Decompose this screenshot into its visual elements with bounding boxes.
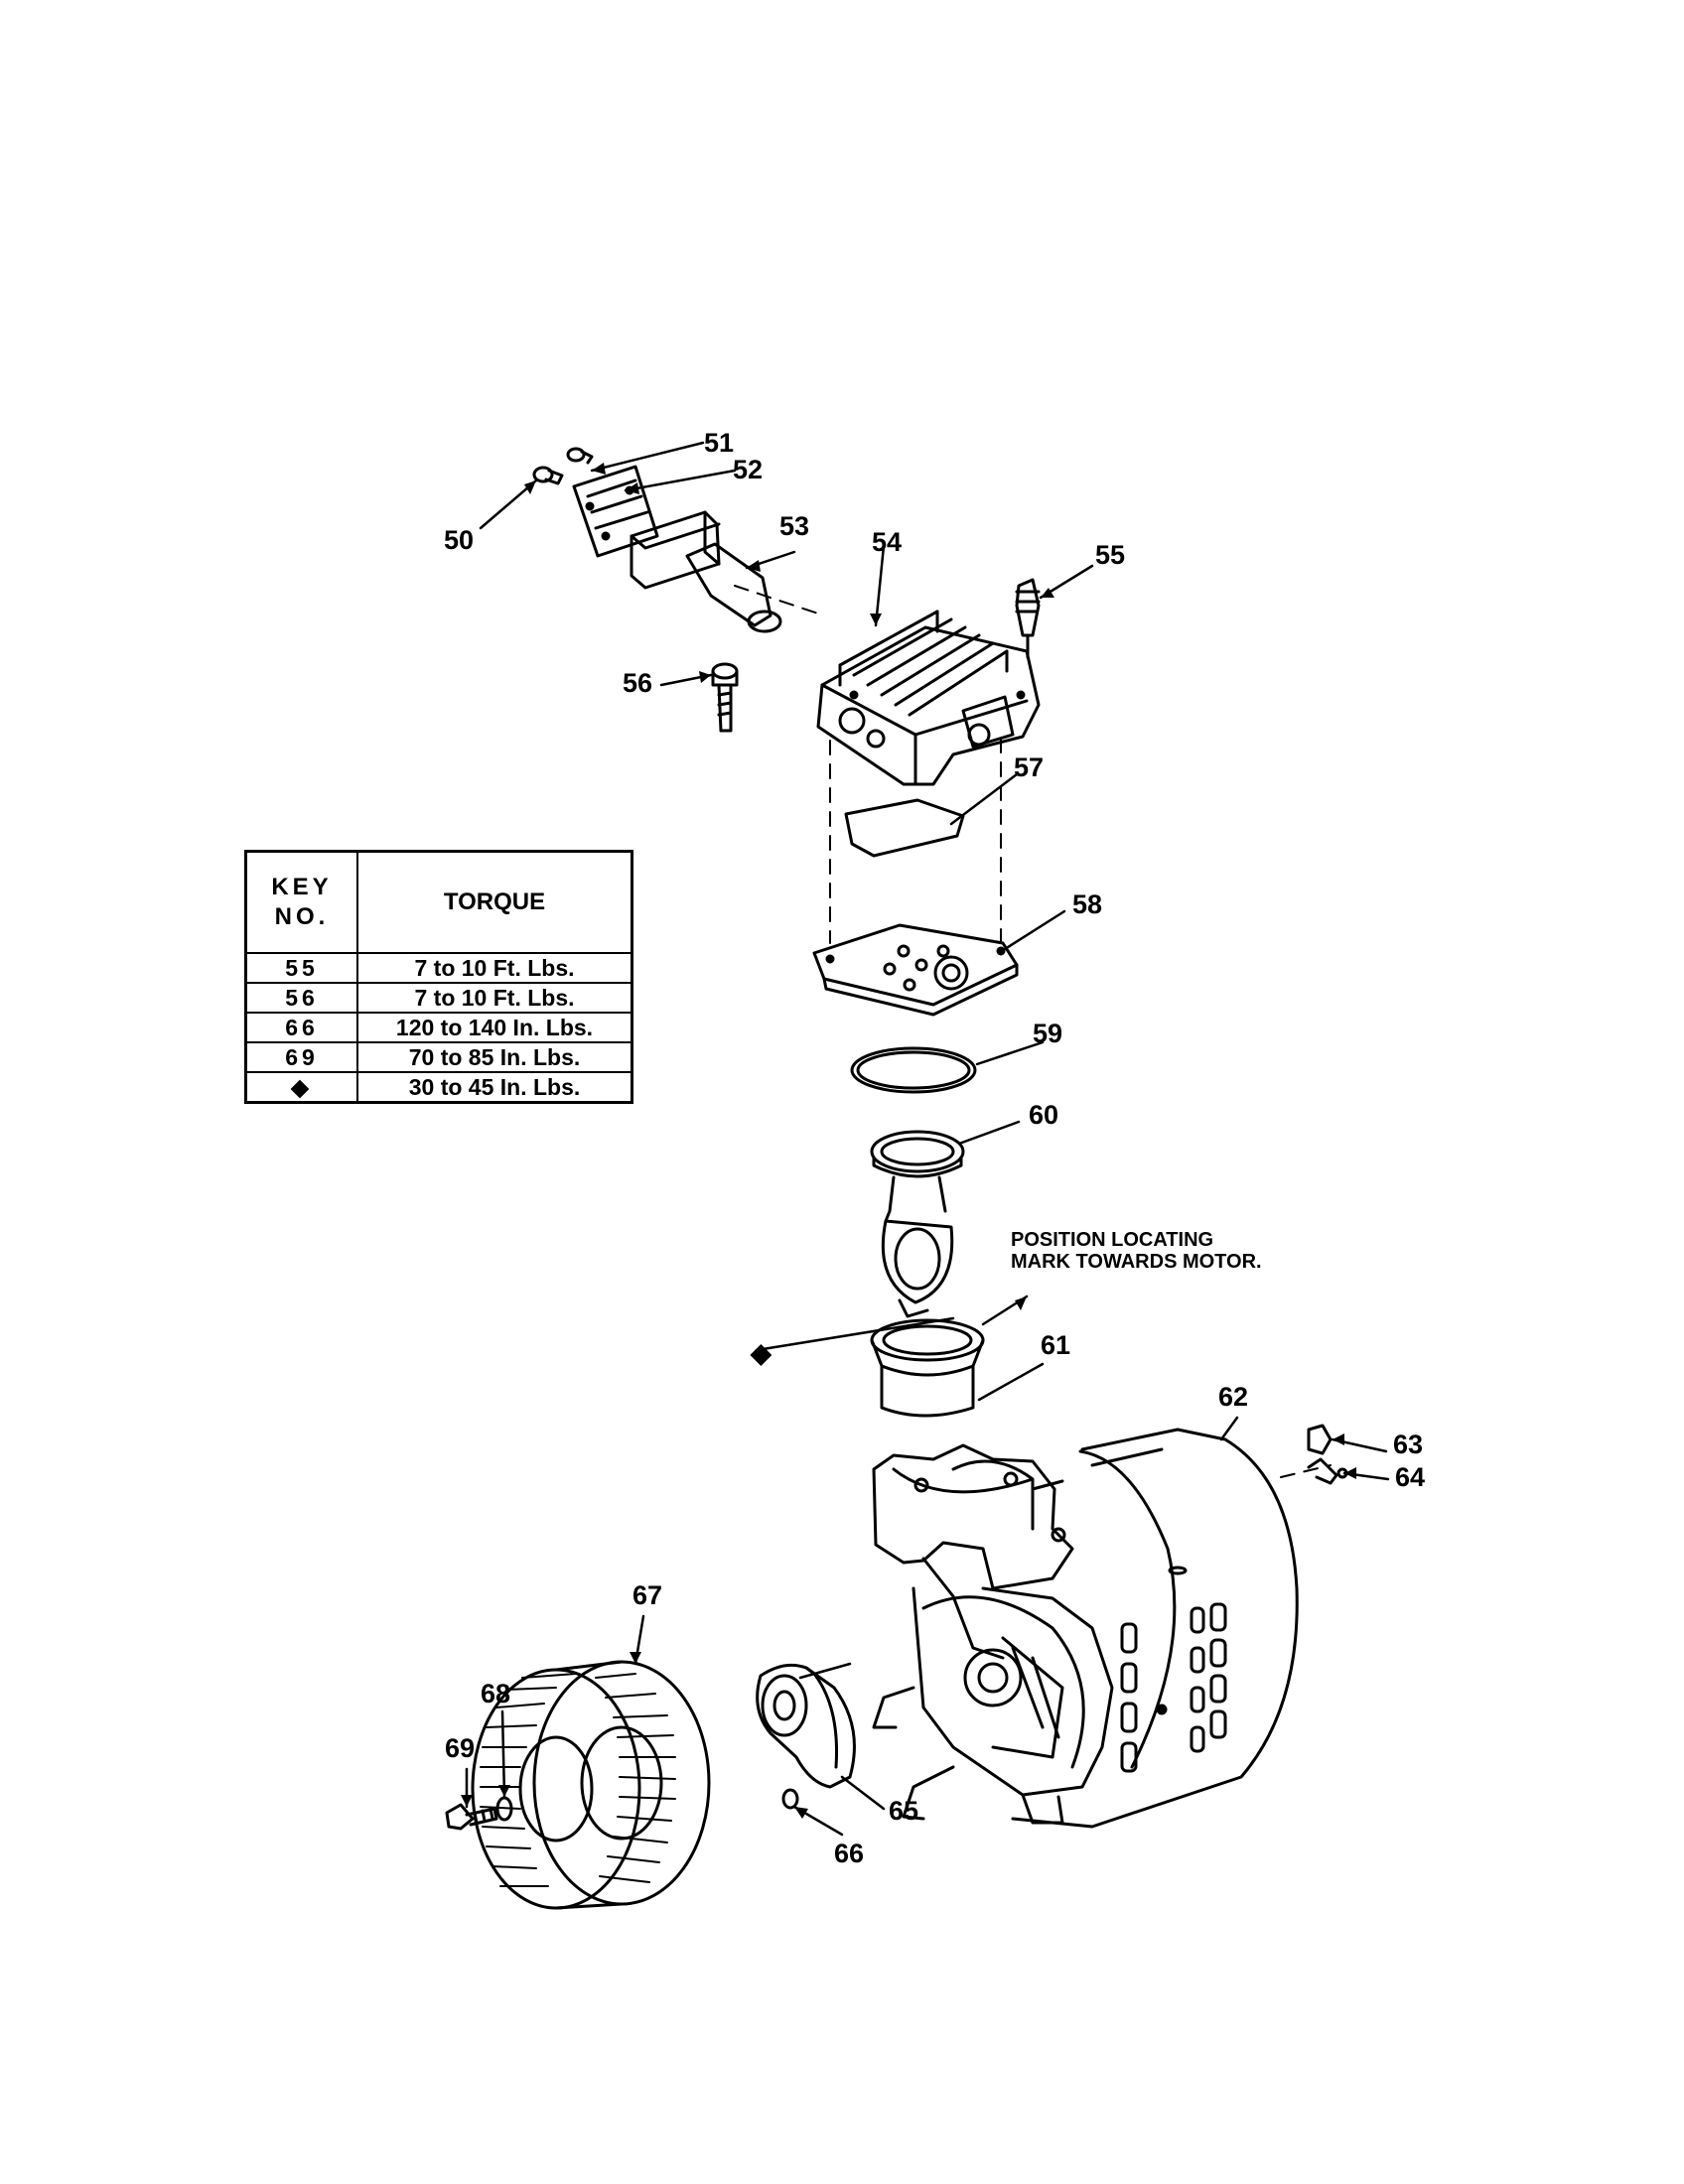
callout-60: 60 xyxy=(1029,1100,1058,1130)
key-cell: 56 xyxy=(244,982,358,1014)
no-header: NO. xyxy=(274,903,330,930)
callout-59: 59 xyxy=(1033,1019,1062,1048)
part-54-cylinder-head xyxy=(816,610,1041,786)
callout-50: 50 xyxy=(444,525,474,555)
callout-54: 54 xyxy=(872,527,902,557)
part-52-reed-valve xyxy=(572,465,659,558)
part-64-screw xyxy=(1307,1457,1348,1485)
callout-55: 55 xyxy=(1095,540,1125,570)
torque-cell: 30 to 45 In. Lbs. xyxy=(356,1071,633,1104)
note-line-1: POSITION LOCATING xyxy=(1011,1229,1213,1251)
callout-56: 56 xyxy=(623,668,652,698)
part-69-fan-bolt xyxy=(445,1803,498,1831)
part-65-eccentric xyxy=(756,1663,856,1789)
torque-table: KEY NO. TORQUE 55 7 to 10 Ft. Lbs. 56 7 … xyxy=(244,850,633,1104)
part-63-clip xyxy=(1307,1424,1333,1455)
callout-52: 52 xyxy=(733,455,763,484)
leader-arrowheads xyxy=(461,463,1356,1819)
part-66-set-screw xyxy=(781,1788,799,1810)
torque-table-header: KEY NO. TORQUE xyxy=(244,850,633,954)
callout-57: 57 xyxy=(1014,752,1044,782)
callout-51: 51 xyxy=(704,428,734,458)
table-row: 66 120 to 140 In. Lbs. xyxy=(244,1012,633,1043)
key-cell: 69 xyxy=(244,1041,358,1073)
callout-67: 67 xyxy=(632,1580,662,1610)
crankcase-housing xyxy=(872,1443,1114,1825)
callout-69: 69 xyxy=(445,1733,475,1763)
part-61-bearing-sleeve xyxy=(870,1318,985,1418)
note-line-2: MARK TOWARDS MOTOR. xyxy=(1011,1251,1262,1273)
callout-labels: 50 51 52 53 54 55 56 57 58 59 60 61 62 6… xyxy=(444,428,1425,1868)
part-62-motor xyxy=(1011,1428,1299,1829)
callout-62: 62 xyxy=(1218,1382,1248,1412)
callout-64: 64 xyxy=(1395,1462,1425,1492)
torque-cell: 7 to 10 Ft. Lbs. xyxy=(356,952,633,984)
key-header: KEY xyxy=(271,874,333,900)
part-51-screw xyxy=(566,447,594,465)
callout-66: 66 xyxy=(834,1839,864,1868)
torque-cell: 120 to 140 In. Lbs. xyxy=(356,1012,633,1043)
part-50-screw xyxy=(532,466,564,485)
diamond-marker: ◆ xyxy=(750,1338,772,1368)
key-cell: 55 xyxy=(244,952,358,984)
table-row: 69 70 to 85 In. Lbs. xyxy=(244,1041,633,1073)
callout-61: 61 xyxy=(1041,1330,1070,1360)
key-cell: ◆ xyxy=(244,1071,358,1104)
torque-cell: 7 to 10 Ft. Lbs. xyxy=(356,982,633,1014)
callout-68: 68 xyxy=(481,1679,510,1708)
alignment-lines xyxy=(734,585,1332,1478)
part-67-fan-wheel xyxy=(471,1660,711,1910)
part-57-gasket xyxy=(844,798,965,858)
part-55-fitting xyxy=(1015,578,1041,659)
torque-header: TORQUE xyxy=(356,850,633,954)
part-53-retainer xyxy=(630,510,782,633)
callout-63: 63 xyxy=(1393,1430,1423,1459)
callout-65: 65 xyxy=(889,1796,918,1826)
key-no-header: KEY NO. xyxy=(244,850,358,954)
part-59-o-ring xyxy=(850,1046,977,1094)
part-60-connecting-rod xyxy=(870,1130,965,1318)
table-row: 55 7 to 10 Ft. Lbs. xyxy=(244,952,633,984)
table-row: ◆ 30 to 45 In. Lbs. xyxy=(244,1071,633,1104)
part-56-head-bolt xyxy=(711,662,739,733)
table-row: 56 7 to 10 Ft. Lbs. xyxy=(244,982,633,1014)
key-cell: 66 xyxy=(244,1012,358,1043)
callout-58: 58 xyxy=(1072,889,1102,919)
part-58-valve-plate xyxy=(812,923,1019,1017)
torque-cell: 70 to 85 In. Lbs. xyxy=(356,1041,633,1073)
callout-53: 53 xyxy=(779,511,809,541)
